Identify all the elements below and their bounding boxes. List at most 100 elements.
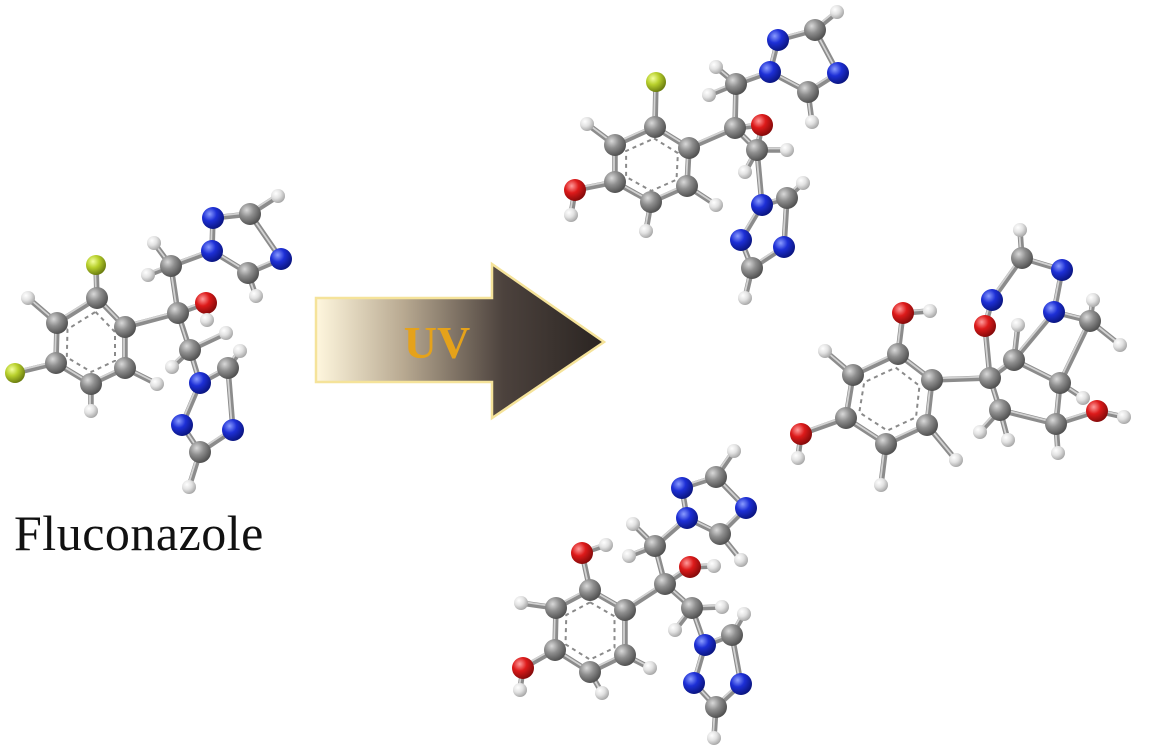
carbon-atom [741, 257, 763, 279]
carbon-atom [1049, 372, 1071, 394]
oxygen-atom [974, 315, 996, 337]
nitrogen-atom [671, 477, 693, 499]
nitrogen-atom [201, 240, 223, 262]
hydrogen-atom [233, 344, 247, 358]
carbon-atom [1011, 247, 1033, 269]
nitrogen-atom [683, 672, 705, 694]
oxygen-atom [679, 556, 701, 578]
hydrogen-atom [599, 538, 613, 552]
fluconazole-label: Fluconazole [14, 505, 264, 561]
nitrogen-atom [730, 229, 752, 251]
oxygen-atom [1086, 400, 1108, 422]
carbon-atom [721, 624, 743, 646]
nitrogen-atom [767, 29, 789, 51]
oxygen-atom [571, 542, 593, 564]
hydrogen-atom [1051, 446, 1065, 460]
nitrogen-atom [189, 372, 211, 394]
hydrogen-atom [780, 143, 794, 157]
hydrogen-atom [141, 268, 155, 282]
carbon-atom [640, 191, 662, 213]
product-cyclized-molecule [790, 223, 1131, 492]
hydrogen-atom [1013, 223, 1027, 237]
carbon-atom [705, 696, 727, 718]
hydrogen-atom [702, 88, 716, 102]
carbon-atom [724, 117, 746, 139]
hydrogen-atom [182, 480, 196, 494]
carbon-atom [804, 19, 826, 41]
hydrogen-atom [707, 559, 721, 573]
carbon-atom [239, 203, 261, 225]
hydrogen-atom [830, 5, 844, 19]
hydrogen-atom [622, 549, 636, 563]
hydrogen-atom [1001, 433, 1015, 447]
carbon-atom [114, 357, 136, 379]
fluorine-atom [86, 255, 106, 275]
oxygen-atom [790, 423, 812, 445]
hydrogen-atom [973, 425, 987, 439]
oxygen-atom [892, 302, 914, 324]
hydrogen-atom [595, 686, 609, 700]
carbon-atom [114, 316, 136, 338]
nitrogen-atom [222, 419, 244, 441]
nitrogen-atom [1051, 259, 1073, 281]
carbon-atom [1045, 413, 1067, 435]
hydrogen-atom [668, 623, 682, 637]
hydrogen-atom [874, 478, 888, 492]
carbon-atom [835, 407, 857, 429]
hydrogen-atom [150, 377, 164, 391]
carbon-atom [614, 599, 636, 621]
nitrogen-atom [735, 497, 757, 519]
carbon-atom [179, 339, 201, 361]
nitrogen-atom [759, 61, 781, 83]
carbon-atom [544, 639, 566, 661]
carbon-atom [676, 175, 698, 197]
hydrogen-atom [727, 444, 741, 458]
carbon-atom [237, 262, 259, 284]
product-dihydroxy-molecule [512, 444, 757, 745]
nitrogen-atom [827, 62, 849, 84]
nitrogen-atom [1043, 301, 1065, 323]
carbon-atom [654, 573, 676, 595]
carbon-atom [725, 73, 747, 95]
carbon-atom [842, 364, 864, 386]
carbon-atom [875, 433, 897, 455]
hydrogen-atom [805, 115, 819, 129]
hydrogen-atom [564, 208, 578, 222]
carbon-atom [86, 287, 108, 309]
carbon-atom [746, 139, 768, 161]
hydrogen-atom [626, 517, 640, 531]
carbon-atom [797, 81, 819, 103]
molecules [5, 5, 1131, 745]
hydrogen-atom [818, 344, 832, 358]
fluconazole-molecule [5, 189, 292, 494]
hydrogen-atom [580, 117, 594, 131]
uv-label: UV [404, 317, 470, 368]
hydrogen-atom [1076, 391, 1090, 405]
aromatic-ring [858, 366, 921, 432]
product-epoxide-molecule [564, 5, 849, 305]
hydrogen-atom [737, 607, 751, 621]
carbon-atom [579, 661, 601, 683]
carbon-atom [709, 523, 731, 545]
carbon-atom [921, 369, 943, 391]
hydrogen-atom [734, 553, 748, 567]
carbon-atom [545, 597, 567, 619]
hydrogen-atom [84, 404, 98, 418]
carbon-atom [604, 171, 626, 193]
hydrogen-atom [709, 198, 723, 212]
oxygen-atom [512, 657, 534, 679]
carbon-atom [160, 255, 182, 277]
nitrogen-atom [676, 507, 698, 529]
product-dihydroxy-molecule-atoms [512, 444, 757, 745]
product-dihydroxy-molecule-bonds [517, 448, 749, 741]
carbon-atom [46, 312, 68, 334]
hydrogen-atom [1117, 410, 1131, 424]
carbon-atom [887, 343, 909, 365]
carbon-atom [989, 399, 1011, 421]
hydrogen-atom [219, 326, 233, 340]
nitrogen-atom [751, 194, 773, 216]
nitrogen-atom [730, 673, 752, 695]
fluconazole-molecule-atoms [5, 189, 292, 494]
